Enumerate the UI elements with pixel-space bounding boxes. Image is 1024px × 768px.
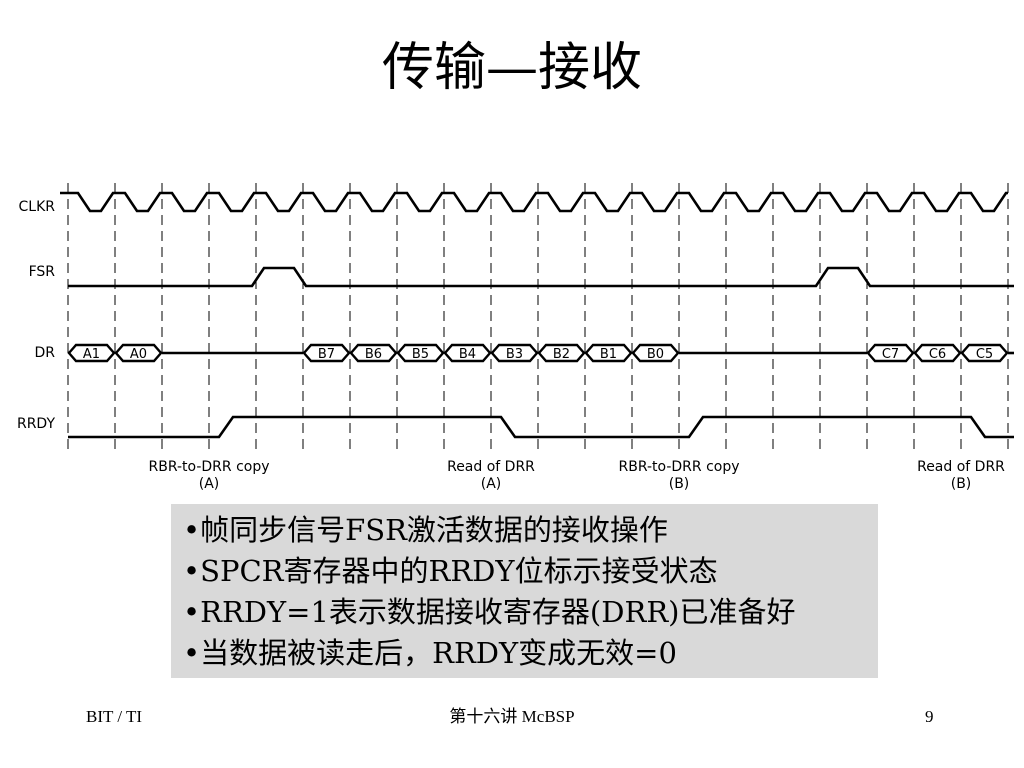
dr-bit-cell xyxy=(349,343,398,363)
dr-bit-cell xyxy=(67,343,116,363)
signal-label-fsr: FSR xyxy=(29,264,56,280)
signal-labels: CLKR FSR DR RRDY xyxy=(17,199,55,432)
dr-bit-cell xyxy=(114,343,163,363)
footer-center: 第十六讲 McBSP xyxy=(449,707,575,726)
rrdy-waveform xyxy=(68,415,1014,439)
dr-bit-cell xyxy=(443,343,492,363)
dr-bit-cell xyxy=(631,343,680,363)
slide-title: 传输—接收 xyxy=(381,38,642,98)
dr-bit-label: B6 xyxy=(365,347,382,362)
annotation-sublabel: (B) xyxy=(951,476,972,492)
dr-bit-label: C6 xyxy=(929,347,946,362)
dr-waveform: A1 A0 B7 B6 B5 B4 B3 B2 B1 B0 C7 C6 C5 xyxy=(67,343,1014,363)
annotation-label: RBR-to-DRR copy xyxy=(148,459,269,475)
dr-bit-label: C5 xyxy=(976,347,993,362)
dr-bit-label: B4 xyxy=(459,347,476,362)
timing-diagram: CLKR FSR DR RRDY A1 A0 B7 B6 B5 B4 B3 B2 B1 B0 C7 C6 C5… xyxy=(17,183,1014,492)
signal-label-rrdy: RRDY xyxy=(17,416,55,432)
timing-gridlines xyxy=(67,183,1009,455)
signal-label-dr: DR xyxy=(34,345,55,361)
dr-bit-label: A0 xyxy=(130,347,147,362)
dr-bit-cell xyxy=(396,343,445,363)
annotation-sublabel: (A) xyxy=(199,476,220,492)
note-line: •帧同步信号FSR激活数据的接收操作 xyxy=(183,513,668,547)
page-number: 9 xyxy=(925,707,934,726)
notes-box: •帧同步信号FSR激活数据的接收操作 •SPCR寄存器中的RRDY位标示接受状态… xyxy=(171,504,878,678)
dr-bit-label: B5 xyxy=(412,347,429,362)
annotation-label: Read of DRR xyxy=(447,459,535,475)
dr-bit-cell xyxy=(584,343,633,363)
dr-bit-cell xyxy=(490,343,539,363)
dr-bit-label: B1 xyxy=(600,347,617,362)
dr-bit-label: B2 xyxy=(553,347,570,362)
annotation-label: RBR-to-DRR copy xyxy=(618,459,739,475)
dr-bit-label: A1 xyxy=(83,347,100,362)
note-line: •SPCR寄存器中的RRDY位标示接受状态 xyxy=(183,554,718,588)
dr-bit-cell xyxy=(913,343,962,363)
fsr-waveform xyxy=(68,266,1014,288)
dr-bit-cell xyxy=(537,343,586,363)
annotation-sublabel: (A) xyxy=(481,476,502,492)
note-line: •当数据被读走后，RRDY变成无效=0 xyxy=(183,636,677,670)
annotation-label: Read of DRR xyxy=(917,459,1005,475)
signal-label-clkr: CLKR xyxy=(19,199,56,215)
dr-bit-cell xyxy=(302,343,351,363)
dr-bit-label: B3 xyxy=(506,347,523,362)
annotation-sublabel: (B) xyxy=(669,476,690,492)
dr-bit-cell xyxy=(960,343,1009,363)
dr-bit-cell xyxy=(866,343,915,363)
dr-bit-label: B0 xyxy=(647,347,664,362)
clkr-waveform xyxy=(60,191,1008,213)
note-line: •RRDY=1表示数据接收寄存器(DRR)已准备好 xyxy=(183,595,796,629)
dr-bit-label: B7 xyxy=(318,347,335,362)
footer-left: BIT / TI xyxy=(86,707,143,726)
timing-annotations: RBR-to-DRR copy(A)Read of DRR(A)RBR-to-D… xyxy=(148,459,1005,492)
dr-bit-label: C7 xyxy=(882,347,899,362)
